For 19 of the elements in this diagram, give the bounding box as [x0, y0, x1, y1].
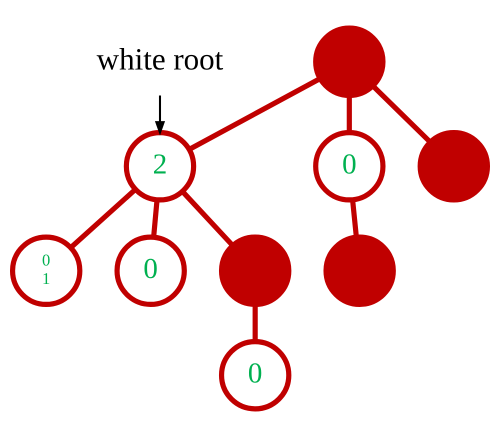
node-circle: 0 1: [10, 234, 82, 306]
connector: [346, 95, 352, 132]
node-circle: [418, 130, 490, 202]
node-text: white root: [96, 41, 224, 76]
node-circle: [218, 234, 292, 306]
connector: [69, 187, 138, 249]
node-circle: [323, 234, 396, 306]
node-circle: 0: [114, 234, 187, 306]
node-circle: 0: [218, 338, 292, 411]
connector: [252, 304, 258, 341]
connector: [188, 76, 322, 152]
node-circle: 2: [124, 130, 196, 202]
connector: [350, 199, 359, 237]
node-circle: [313, 25, 386, 98]
arrow: [154, 95, 166, 136]
node-circle: 0: [313, 130, 386, 202]
connector: [371, 84, 432, 144]
connector: [180, 189, 235, 247]
connector: [151, 199, 160, 237]
